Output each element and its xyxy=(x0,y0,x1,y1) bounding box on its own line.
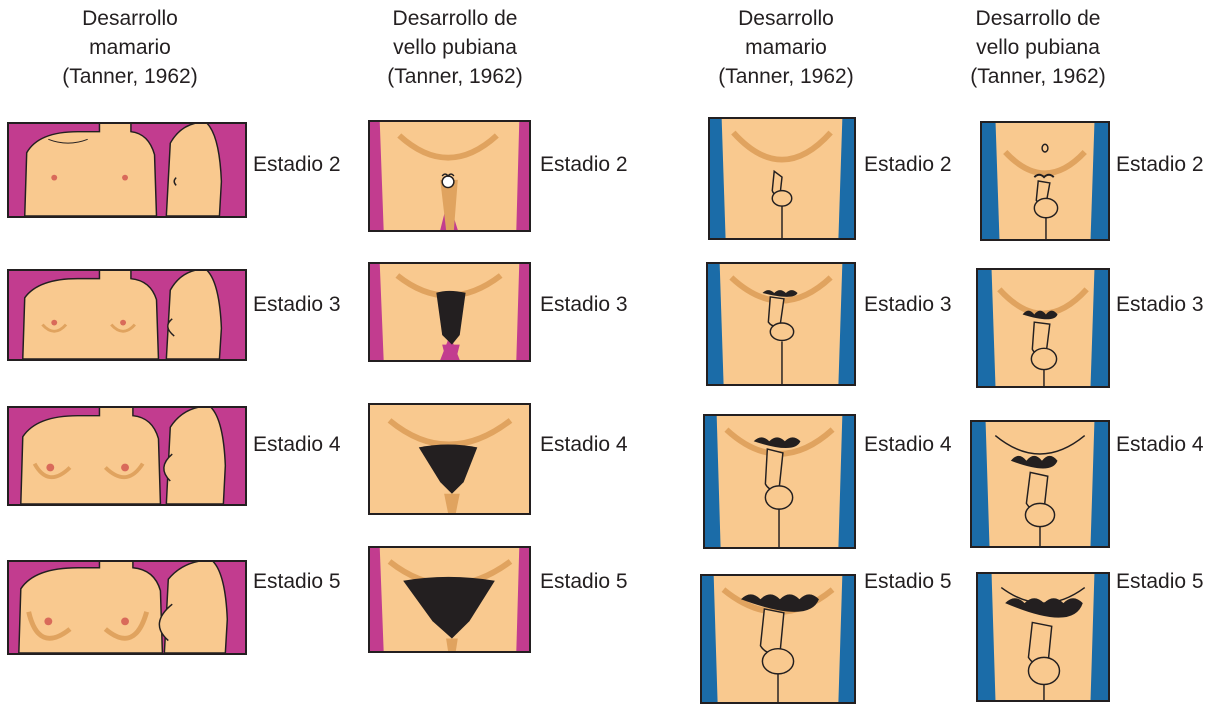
male-pubic-stage-5-panel xyxy=(976,572,1110,702)
stage-label: Estadio 4 xyxy=(540,433,628,456)
stage-label: Estadio 5 xyxy=(540,570,628,593)
stage-label: Estadio 5 xyxy=(1116,570,1204,593)
stage-label: Estadio 4 xyxy=(253,433,341,456)
stage-label: Estadio 4 xyxy=(1116,433,1204,456)
stage-label: Estadio 2 xyxy=(253,153,341,176)
header-breast-development: Desarrollo mamario (Tanner, 1962) xyxy=(62,7,198,88)
female-pubic-stage-2-panel xyxy=(368,120,531,232)
stage-label: Estadio 3 xyxy=(540,293,628,316)
stage-label: Estadio 2 xyxy=(1116,153,1204,176)
male-genital-stage-4-panel xyxy=(703,414,856,549)
stage-label: Estadio 3 xyxy=(864,293,952,316)
breast-stage-2-panel xyxy=(7,122,247,218)
stage-label: Estadio 5 xyxy=(864,570,952,593)
stage-label: Estadio 3 xyxy=(253,293,341,316)
stage-label: Estadio 4 xyxy=(864,433,952,456)
male-genital-stage-3-panel xyxy=(706,262,856,386)
male-pubic-stage-2-panel xyxy=(980,121,1110,241)
male-genital-stage-2-panel xyxy=(708,117,856,240)
male-genital-stage-5-panel xyxy=(700,574,856,704)
female-pubic-stage-5-panel xyxy=(368,546,531,653)
breast-stage-3-panel xyxy=(7,269,247,361)
male-pubic-stage-4-panel xyxy=(970,420,1110,548)
stage-label: Estadio 2 xyxy=(864,153,952,176)
stage-label: Estadio 3 xyxy=(1116,293,1204,316)
breast-stage-5-panel xyxy=(7,560,247,655)
female-pubic-stage-3-panel xyxy=(368,262,531,362)
female-pubic-stage-4-panel xyxy=(368,403,531,515)
header-male-genital-development: Desarrollo mamario (Tanner, 1962) xyxy=(718,7,854,88)
male-pubic-stage-3-panel xyxy=(976,268,1110,388)
stage-label: Estadio 2 xyxy=(540,153,628,176)
header-female-pubic-hair: Desarrollo de vello pubiana (Tanner, 196… xyxy=(387,7,523,88)
header-male-pubic-hair: Desarrollo de vello pubiana (Tanner, 196… xyxy=(970,7,1106,88)
breast-stage-4-panel xyxy=(7,406,247,506)
stage-label: Estadio 5 xyxy=(253,570,341,593)
